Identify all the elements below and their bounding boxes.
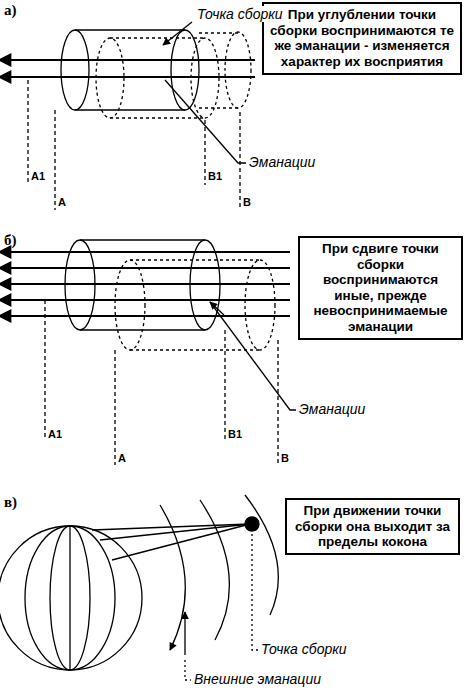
panel-letter: в) — [4, 494, 17, 511]
leader-line — [210, 302, 296, 410]
part-label: Эманации — [298, 401, 366, 417]
dimension-label: B1 — [208, 170, 222, 182]
dimension-label: B1 — [228, 428, 242, 440]
leader-line — [185, 534, 258, 680]
dimension-label: A1 — [31, 170, 45, 182]
part-label: Внешние эманации — [193, 671, 322, 687]
assemblage-point — [245, 517, 259, 531]
dimension-label: A — [58, 196, 66, 208]
emanation-lines — [10, 252, 290, 316]
external-emanations — [160, 495, 278, 655]
panel-letter: а) — [4, 2, 17, 19]
note-text: При движении точки сборки она выходит за… — [291, 503, 454, 550]
dimension-label: B — [281, 452, 289, 464]
part-label: Эманации — [248, 154, 316, 170]
note-box: При сдвиге точки сборки воспринимаются и… — [298, 236, 463, 340]
leader-line — [163, 22, 192, 45]
cylinder-dashed — [115, 260, 275, 350]
dimension-label: A — [118, 452, 126, 464]
cylinder-solid — [61, 30, 199, 110]
emission-cone — [92, 524, 250, 560]
note-box: При углублении точки сборки воспринимают… — [262, 2, 462, 75]
note-box: При движении точки сборки она выходит за… — [285, 498, 460, 555]
emanation-lines — [10, 60, 255, 77]
leader-arrow — [210, 302, 224, 315]
part-label: Точка сборки — [260, 641, 348, 657]
note-text: При углублении точки сборки воспринимают… — [268, 7, 456, 69]
dimension-lines — [28, 80, 240, 210]
part-label: Точка сборки — [196, 6, 284, 22]
dimension-label: B — [243, 196, 251, 208]
cylinder-dashed — [96, 32, 251, 118]
note-text: При сдвиге точки сборки воспринимаются и… — [304, 241, 457, 334]
panel-letter: б) — [4, 232, 17, 249]
leader-line — [165, 80, 246, 163]
cocoon-sphere — [0, 526, 142, 670]
dimension-label: A1 — [48, 428, 62, 440]
dimension-lines — [45, 300, 278, 465]
